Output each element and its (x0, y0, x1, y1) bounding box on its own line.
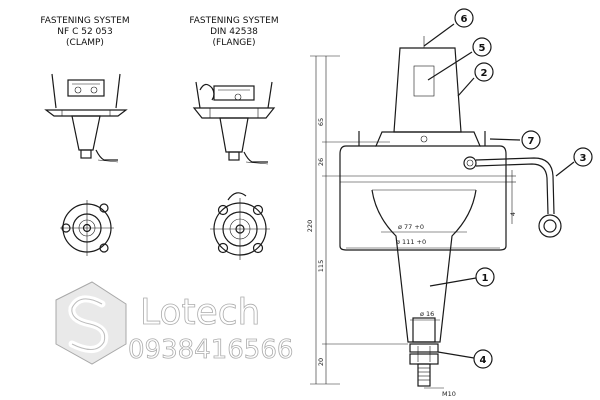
dim-collar: 26 (317, 158, 325, 166)
watermark: Lotech 0938416566 (55, 281, 294, 365)
housing (339, 145, 507, 251)
ground-cable (475, 157, 555, 215)
bolt-m10 (417, 363, 431, 387)
callout-2: 2 (481, 68, 488, 79)
clamp-header: FASTENING SYSTEM NF C 52 053 (CLAMP) (40, 16, 129, 48)
watermark-brand: Lotech (140, 292, 260, 333)
top-cap (393, 47, 462, 133)
callout-3: 3 (580, 153, 587, 164)
flange-side-view (192, 81, 276, 165)
collar (375, 131, 481, 147)
dim-overall-height: 220 (306, 220, 314, 232)
dim-upper: 65 (317, 118, 325, 126)
dim-dia-77: ø 77 +0 (398, 223, 424, 231)
inner-element (413, 65, 435, 97)
insulator-body (371, 189, 477, 343)
watermark-phone: 0938416566 (128, 335, 293, 365)
nut-lower (409, 353, 439, 365)
dim-body: 115 (317, 260, 325, 272)
main-arrester-drawing (339, 36, 562, 387)
callouts: 6 5 2 7 3 1 4 (423, 8, 593, 369)
dim-dia-111: ø 111 +0 (396, 238, 426, 246)
dim-bottom: 20 (317, 358, 325, 366)
nut-upper (409, 343, 439, 353)
callout-4: 4 (480, 355, 487, 366)
flange-header-line2: DIN 42538 (210, 27, 258, 37)
flange-plan-view (210, 192, 270, 260)
dimension-lines: 220 65 26 115 20 ø 77 +0 ø 111 +0 ø 16 M… (306, 55, 517, 398)
callout-5: 5 (479, 43, 486, 54)
flange-header-line1: FASTENING SYSTEM (189, 16, 278, 26)
flange-header: FASTENING SYSTEM DIN 42538 (FLANGE) (189, 16, 278, 48)
clamp-header-line3: (CLAMP) (66, 38, 104, 48)
dim-thread: M10 (442, 390, 456, 398)
clamp-side-view (44, 73, 128, 163)
ring-terminal (538, 214, 562, 238)
callout-6: 6 (461, 14, 468, 25)
dim-dia-16: ø 16 (420, 310, 434, 318)
terminal-screw (463, 156, 477, 170)
callout-1: 1 (482, 273, 489, 284)
clamp-plan-view (60, 200, 114, 256)
dim-side-4: 4 (509, 212, 517, 216)
clamp-header-line2: NF C 52 053 (57, 27, 112, 37)
watermark-logo (55, 281, 127, 365)
clamp-header-line1: FASTENING SYSTEM (40, 16, 129, 26)
callout-7: 7 (528, 136, 535, 147)
flange-header-line3: (FLANGE) (213, 38, 256, 48)
